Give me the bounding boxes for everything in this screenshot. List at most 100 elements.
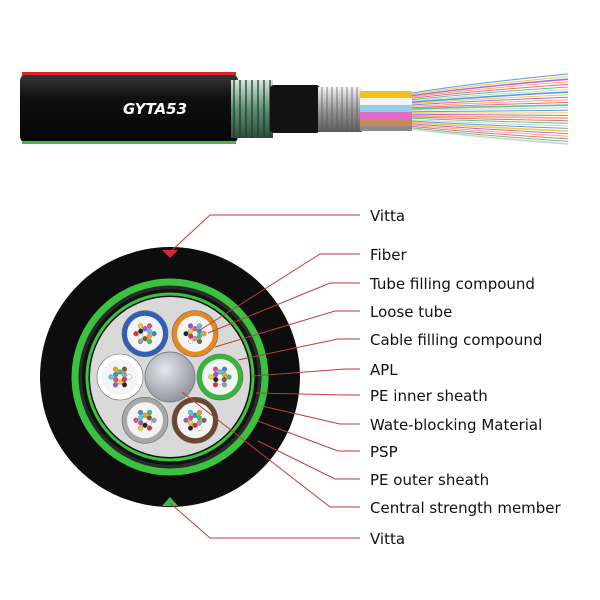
fiber-dot xyxy=(183,331,189,337)
cable-cross-section xyxy=(40,247,300,507)
fiber-strand xyxy=(411,124,569,137)
callout-water-blocking-material: Wate-blocking Material xyxy=(370,416,543,434)
fiber-dot xyxy=(151,417,157,423)
callout-tube-filling-compound: Tube filling compound xyxy=(370,275,535,293)
tube-filling-compound xyxy=(127,315,163,352)
fiber-dot xyxy=(146,328,152,334)
fiber-dot xyxy=(188,420,194,426)
fiber-dot xyxy=(133,331,139,337)
fiber-strand xyxy=(411,123,569,135)
callout-vitta-bottom: Vitta xyxy=(370,530,406,548)
leader-pe-inner xyxy=(255,392,360,396)
fiber-dot xyxy=(142,422,148,428)
fiber-strand xyxy=(411,113,569,116)
vitta-bottom-marker xyxy=(162,497,178,506)
fiber-dot xyxy=(196,409,203,416)
fiber-dot xyxy=(113,371,119,378)
leader-cable-filling xyxy=(237,338,360,361)
callout-cable-filling-compound: Cable filling compound xyxy=(370,331,543,349)
leader-vitta-top xyxy=(169,214,360,253)
fiber-strand xyxy=(411,119,569,127)
callout-pe-inner-sheath: PE inner sheath xyxy=(370,387,488,405)
fiber-dot xyxy=(221,382,228,388)
fiber-dot xyxy=(146,323,153,329)
fiber-dot xyxy=(146,333,152,339)
fiber-strand xyxy=(411,96,569,106)
jacket-red-stripe xyxy=(22,72,236,75)
leader-psp xyxy=(257,420,360,452)
fiber-dot xyxy=(213,376,219,383)
leader-pe-outer xyxy=(257,440,360,480)
outer-jacket xyxy=(20,73,238,144)
fiber-dot xyxy=(212,366,219,372)
callout-pe-outer-sheath: PE outer sheath xyxy=(370,471,490,489)
model-label: GYTA53 xyxy=(123,100,187,118)
fiber-dot xyxy=(137,323,144,329)
fiber-dot xyxy=(133,417,139,423)
fiber-dot xyxy=(138,333,144,339)
central-strength-member xyxy=(144,351,196,403)
fiber-dot xyxy=(188,328,194,334)
fiber-strand xyxy=(411,86,569,101)
tube-filling-compound xyxy=(102,359,138,395)
fiber-dot xyxy=(196,323,203,329)
fiber-strand xyxy=(411,107,569,111)
fiber-dot xyxy=(221,376,227,383)
fiber-dot xyxy=(146,409,153,416)
fiber-dot xyxy=(188,415,194,421)
leader-central-member xyxy=(181,391,360,508)
fiber-dot xyxy=(121,366,128,372)
fiber-dot xyxy=(142,326,148,332)
loose-tubes xyxy=(96,310,244,444)
fiber-dot xyxy=(146,425,153,431)
fiber-dot xyxy=(221,366,228,372)
fiber-dot xyxy=(188,333,194,339)
water-blocking-ring xyxy=(71,278,269,476)
fiber-dot xyxy=(187,409,194,416)
fiber-dot xyxy=(187,425,194,431)
fiber-strand xyxy=(411,120,569,129)
fiber-strand xyxy=(411,89,569,102)
leader-vitta-bottom xyxy=(169,502,360,539)
callout-vitta-top: Vitta xyxy=(370,207,406,225)
fiber-dot xyxy=(142,336,148,342)
fibers-fan xyxy=(411,73,569,145)
fiber-strand xyxy=(411,104,569,110)
apl-ring xyxy=(85,292,255,462)
psp-armor-section xyxy=(231,80,273,138)
cable-side-view: GYTA53 xyxy=(20,72,569,145)
fiber-dot xyxy=(126,374,132,380)
fiber-dot xyxy=(201,417,207,423)
fiber-dot xyxy=(121,371,127,378)
inner-sheath-section xyxy=(270,85,320,133)
fiber-dot xyxy=(187,338,194,345)
fiber-strand xyxy=(411,83,569,99)
fiber-dot xyxy=(138,415,144,421)
tube-filling-compound xyxy=(127,402,163,439)
fiber-strand xyxy=(411,91,569,104)
fiber-strand xyxy=(411,109,569,113)
fiber-strand xyxy=(411,125,569,140)
fiber-dot xyxy=(138,328,144,334)
fiber-dot xyxy=(196,333,202,339)
fiber-dot xyxy=(108,374,114,380)
apl-section xyxy=(318,87,362,132)
tube-filling-compound xyxy=(177,315,213,352)
fiber-strand xyxy=(411,128,569,145)
fiber-strand xyxy=(411,73,569,94)
tube-filling-compound xyxy=(177,402,213,439)
leader-tube-filling xyxy=(207,282,360,334)
loose-tubes-section xyxy=(360,91,412,131)
fiber-dot xyxy=(146,338,153,345)
fiber-dot xyxy=(208,374,214,380)
vitta-top-marker xyxy=(162,250,178,258)
fiber-dot xyxy=(117,379,123,385)
fiber-strand xyxy=(411,117,569,124)
fiber-dot xyxy=(196,420,202,426)
fiber-dot xyxy=(201,331,207,337)
fiber-dot xyxy=(196,415,202,421)
callout-fiber: Fiber xyxy=(370,246,407,264)
leader-apl xyxy=(251,368,360,377)
fiber-dot xyxy=(137,425,144,431)
fiber-dot xyxy=(212,382,219,388)
